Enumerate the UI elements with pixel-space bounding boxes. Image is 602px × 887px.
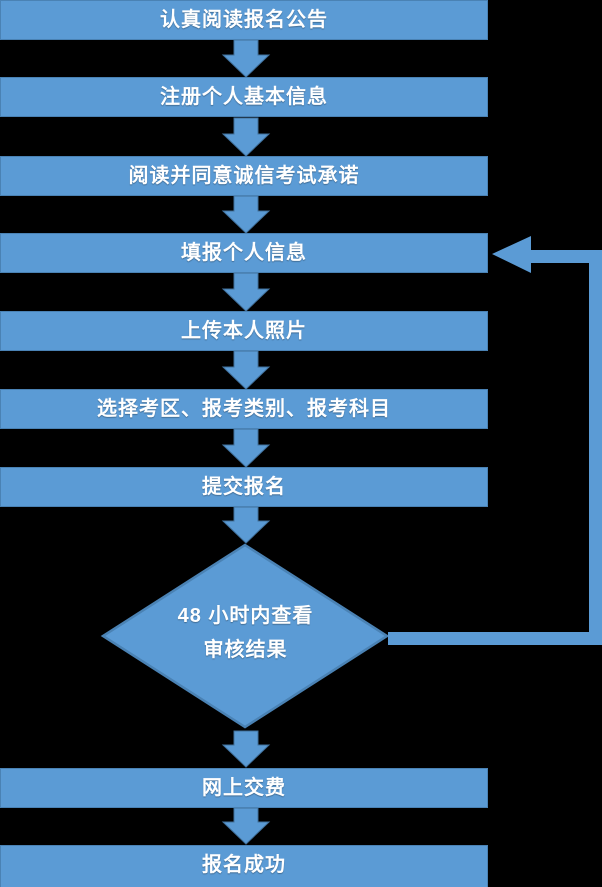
arrow-down-icon	[221, 39, 271, 78]
step-box-submit: 提交报名	[0, 467, 488, 507]
step-box-read-announcement: 认真阅读报名公告	[0, 0, 488, 40]
step-box-fill-info: 填报个人信息	[0, 233, 488, 273]
feedback-line-top	[528, 250, 602, 263]
decision-diamond	[100, 543, 390, 729]
step-box-register-info: 注册个人基本信息	[0, 77, 488, 117]
step-box-upload-photo: 上传本人照片	[0, 311, 488, 351]
feedback-line-vertical	[589, 250, 602, 645]
arrow-down-icon	[221, 807, 271, 845]
decision-label-line1: 48 小时内查看	[177, 605, 314, 627]
arrow-left-icon	[492, 236, 531, 273]
arrow-down-icon	[221, 428, 271, 468]
decision-label-line2: 审核结果	[203, 639, 288, 661]
arrow-down-icon	[221, 272, 271, 312]
step-box-success: 报名成功	[0, 845, 488, 887]
feedback-line-bottom	[388, 632, 602, 645]
step-box-select-subjects: 选择考区、报考类别、报考科目	[0, 389, 488, 429]
arrow-down-icon	[221, 195, 271, 234]
arrow-down-icon	[221, 506, 271, 544]
step-box-agree-commitment: 阅读并同意诚信考试承诺	[0, 156, 488, 196]
step-box-pay-online: 网上交费	[0, 768, 488, 808]
arrow-down-icon	[221, 350, 271, 390]
arrow-down-icon	[221, 117, 271, 157]
decision-label: 48 小时内查看 审核结果	[102, 599, 389, 667]
arrow-down-icon	[221, 730, 271, 768]
